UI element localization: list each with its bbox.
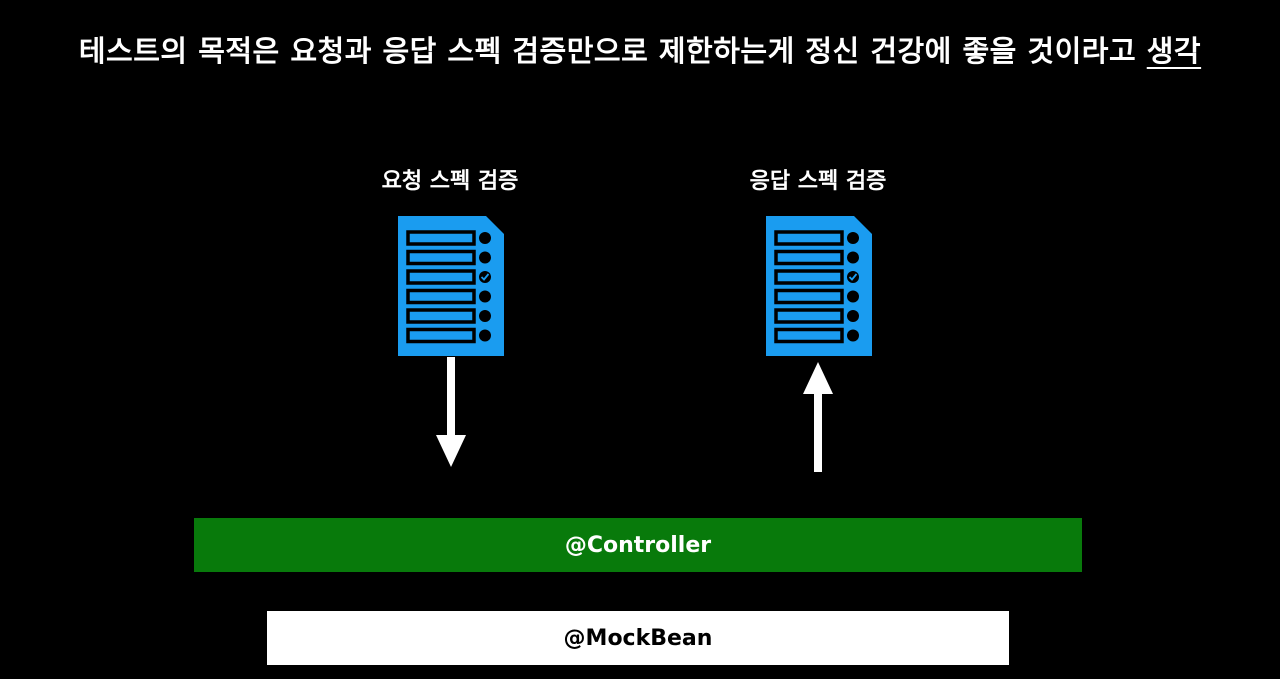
request-down-arrow-icon [436, 357, 466, 467]
request-spec-label: 요청 스펙 검증 [381, 169, 519, 194]
controller-layer-label: @Controller [564, 532, 712, 558]
mockbean-layer-label: @MockBean [563, 625, 713, 651]
request-checklist-document-icon [398, 216, 504, 356]
slide-title: 테스트의 목적은 요청과 응답 스펙 검증만으로 제한하는게 정신 건강에 좋을… [0, 28, 1280, 70]
slide-title-emphasis: 생각 [1146, 34, 1202, 68]
response-up-arrow-icon [803, 362, 833, 472]
slide-title-text: 테스트의 목적은 요청과 응답 스펙 검증만으로 제한하는게 정신 건강에 좋을… [78, 34, 1147, 68]
response-spec-label: 응답 스펙 검증 [749, 169, 887, 194]
controller-layer-bar: @Controller [194, 518, 1082, 572]
mockbean-layer-bar: @MockBean [267, 611, 1009, 665]
response-checklist-document-icon [766, 216, 872, 356]
